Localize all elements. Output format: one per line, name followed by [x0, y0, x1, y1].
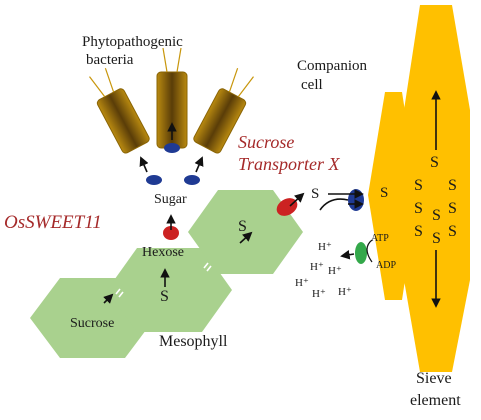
atp-label: ATP [371, 233, 389, 244]
sieve-label-line2: element [410, 392, 461, 409]
bacterial-transporter-left [146, 175, 162, 185]
companion-label-line1: Companion [297, 58, 367, 74]
bacteria-label-line1: Phytopathogenic [82, 34, 183, 50]
proton-6: H⁺ [338, 286, 352, 298]
bacterial-transporter-right [184, 175, 200, 185]
bacterium-left [89, 67, 150, 154]
plasmodesmata [115, 262, 212, 298]
sieve-s-1: S [430, 154, 439, 171]
proton-1: H⁺ [318, 241, 332, 253]
ossweet11-transporter [163, 226, 179, 240]
pump-arrow [340, 250, 355, 260]
sieve-element [404, 5, 470, 372]
hexose-label: Hexose [142, 245, 184, 260]
bacteria-arrows [139, 122, 204, 173]
mesophyll-arrows [103, 231, 253, 304]
mesophyll-middle-s: S [160, 288, 169, 305]
proton-curve-arrow [319, 198, 349, 211]
proton-4: H⁺ [295, 277, 309, 289]
proton-3: H⁺ [328, 265, 342, 277]
sieve-s-2: S [414, 177, 423, 194]
sucrose-transporter-x [276, 198, 298, 216]
sieve-s-4: S [414, 200, 423, 217]
proton-2: H⁺ [310, 261, 324, 273]
sucrose-transporter-label-line1: Sucrose [238, 132, 295, 152]
mesophyll-label: Mesophyll [159, 333, 228, 350]
mesophyll-top-s: S [238, 218, 247, 235]
atp-curve [366, 239, 373, 263]
bacterium-right [193, 67, 254, 154]
bacteria-label-line2: bacteria [86, 52, 134, 68]
sieve-s-6: S [448, 200, 457, 217]
bacterium-middle [156, 47, 188, 149]
sieve-label-line1: Sieve [416, 370, 452, 387]
stx-arrow [289, 192, 305, 207]
ossweet11-label: OsSWEET11 [4, 212, 102, 233]
companion-s: S [380, 185, 389, 201]
apoplast-s: S [311, 186, 320, 202]
adp-label: ADP [376, 260, 397, 271]
proton-pump [355, 242, 367, 264]
sieve-s-9: S [448, 223, 457, 240]
companion-arrows [328, 189, 364, 209]
companion-label-line2: cell [301, 77, 323, 93]
bacterial-transporter-middle [164, 143, 180, 153]
sieve-s-8: S [432, 230, 441, 247]
sugar-label: Sugar [154, 192, 187, 207]
sucrose-label: Sucrose [70, 316, 115, 331]
sieve-s-5: S [432, 207, 441, 224]
sieve-s-3: S [448, 177, 457, 194]
proton-5: H⁺ [312, 288, 326, 300]
mesophyll-cell-middle [107, 248, 232, 332]
companion-sucrose-transporter [348, 189, 364, 211]
sieve-s-7: S [414, 223, 423, 240]
sucrose-transporter-label-line2: Transporter X [238, 154, 340, 174]
